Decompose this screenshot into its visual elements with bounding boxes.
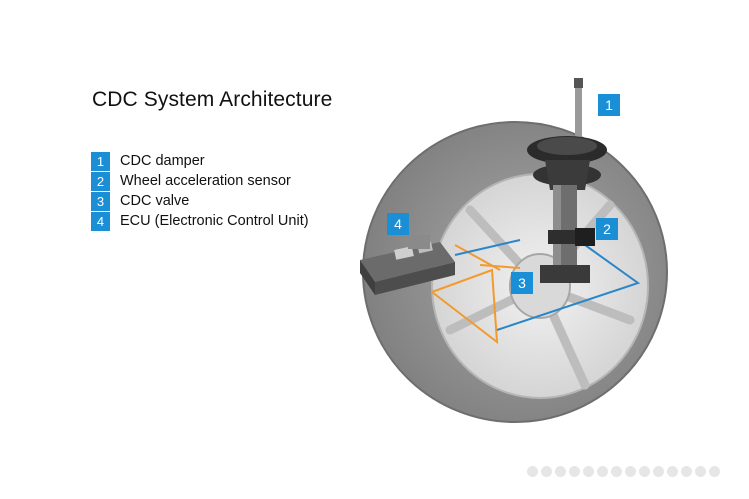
cdc-damper-shape — [527, 78, 607, 283]
signal-lines-blue — [454, 239, 641, 331]
callout-3: 3 — [511, 272, 533, 294]
watermark — [527, 462, 739, 480]
legend-number-badge: 4 — [91, 211, 110, 231]
legend-label: ECU (Electronic Control Unit) — [120, 213, 309, 229]
legend-label: CDC damper — [120, 153, 205, 169]
legend-item-ecu: 4 ECU (Electronic Control Unit) — [91, 211, 309, 231]
legend-label: CDC valve — [120, 193, 190, 209]
signal-lines-orange — [431, 244, 521, 345]
legend-number-badge: 1 — [91, 151, 110, 171]
callout-4: 4 — [387, 213, 409, 235]
legend: 1 CDC damper 2 Wheel acceleration sensor… — [91, 151, 309, 231]
page-title: CDC System Architecture — [92, 88, 333, 111]
legend-item-damper: 1 CDC damper — [91, 151, 309, 171]
callout-1: 1 — [598, 94, 620, 116]
legend-item-valve: 3 CDC valve — [91, 191, 309, 211]
legend-number-badge: 2 — [91, 171, 110, 191]
legend-label: Wheel acceleration sensor — [120, 173, 291, 189]
callout-2: 2 — [596, 218, 618, 240]
legend-number-badge: 3 — [91, 191, 110, 211]
ecu-module-shape — [360, 235, 455, 295]
legend-item-sensor: 2 Wheel acceleration sensor — [91, 171, 309, 191]
